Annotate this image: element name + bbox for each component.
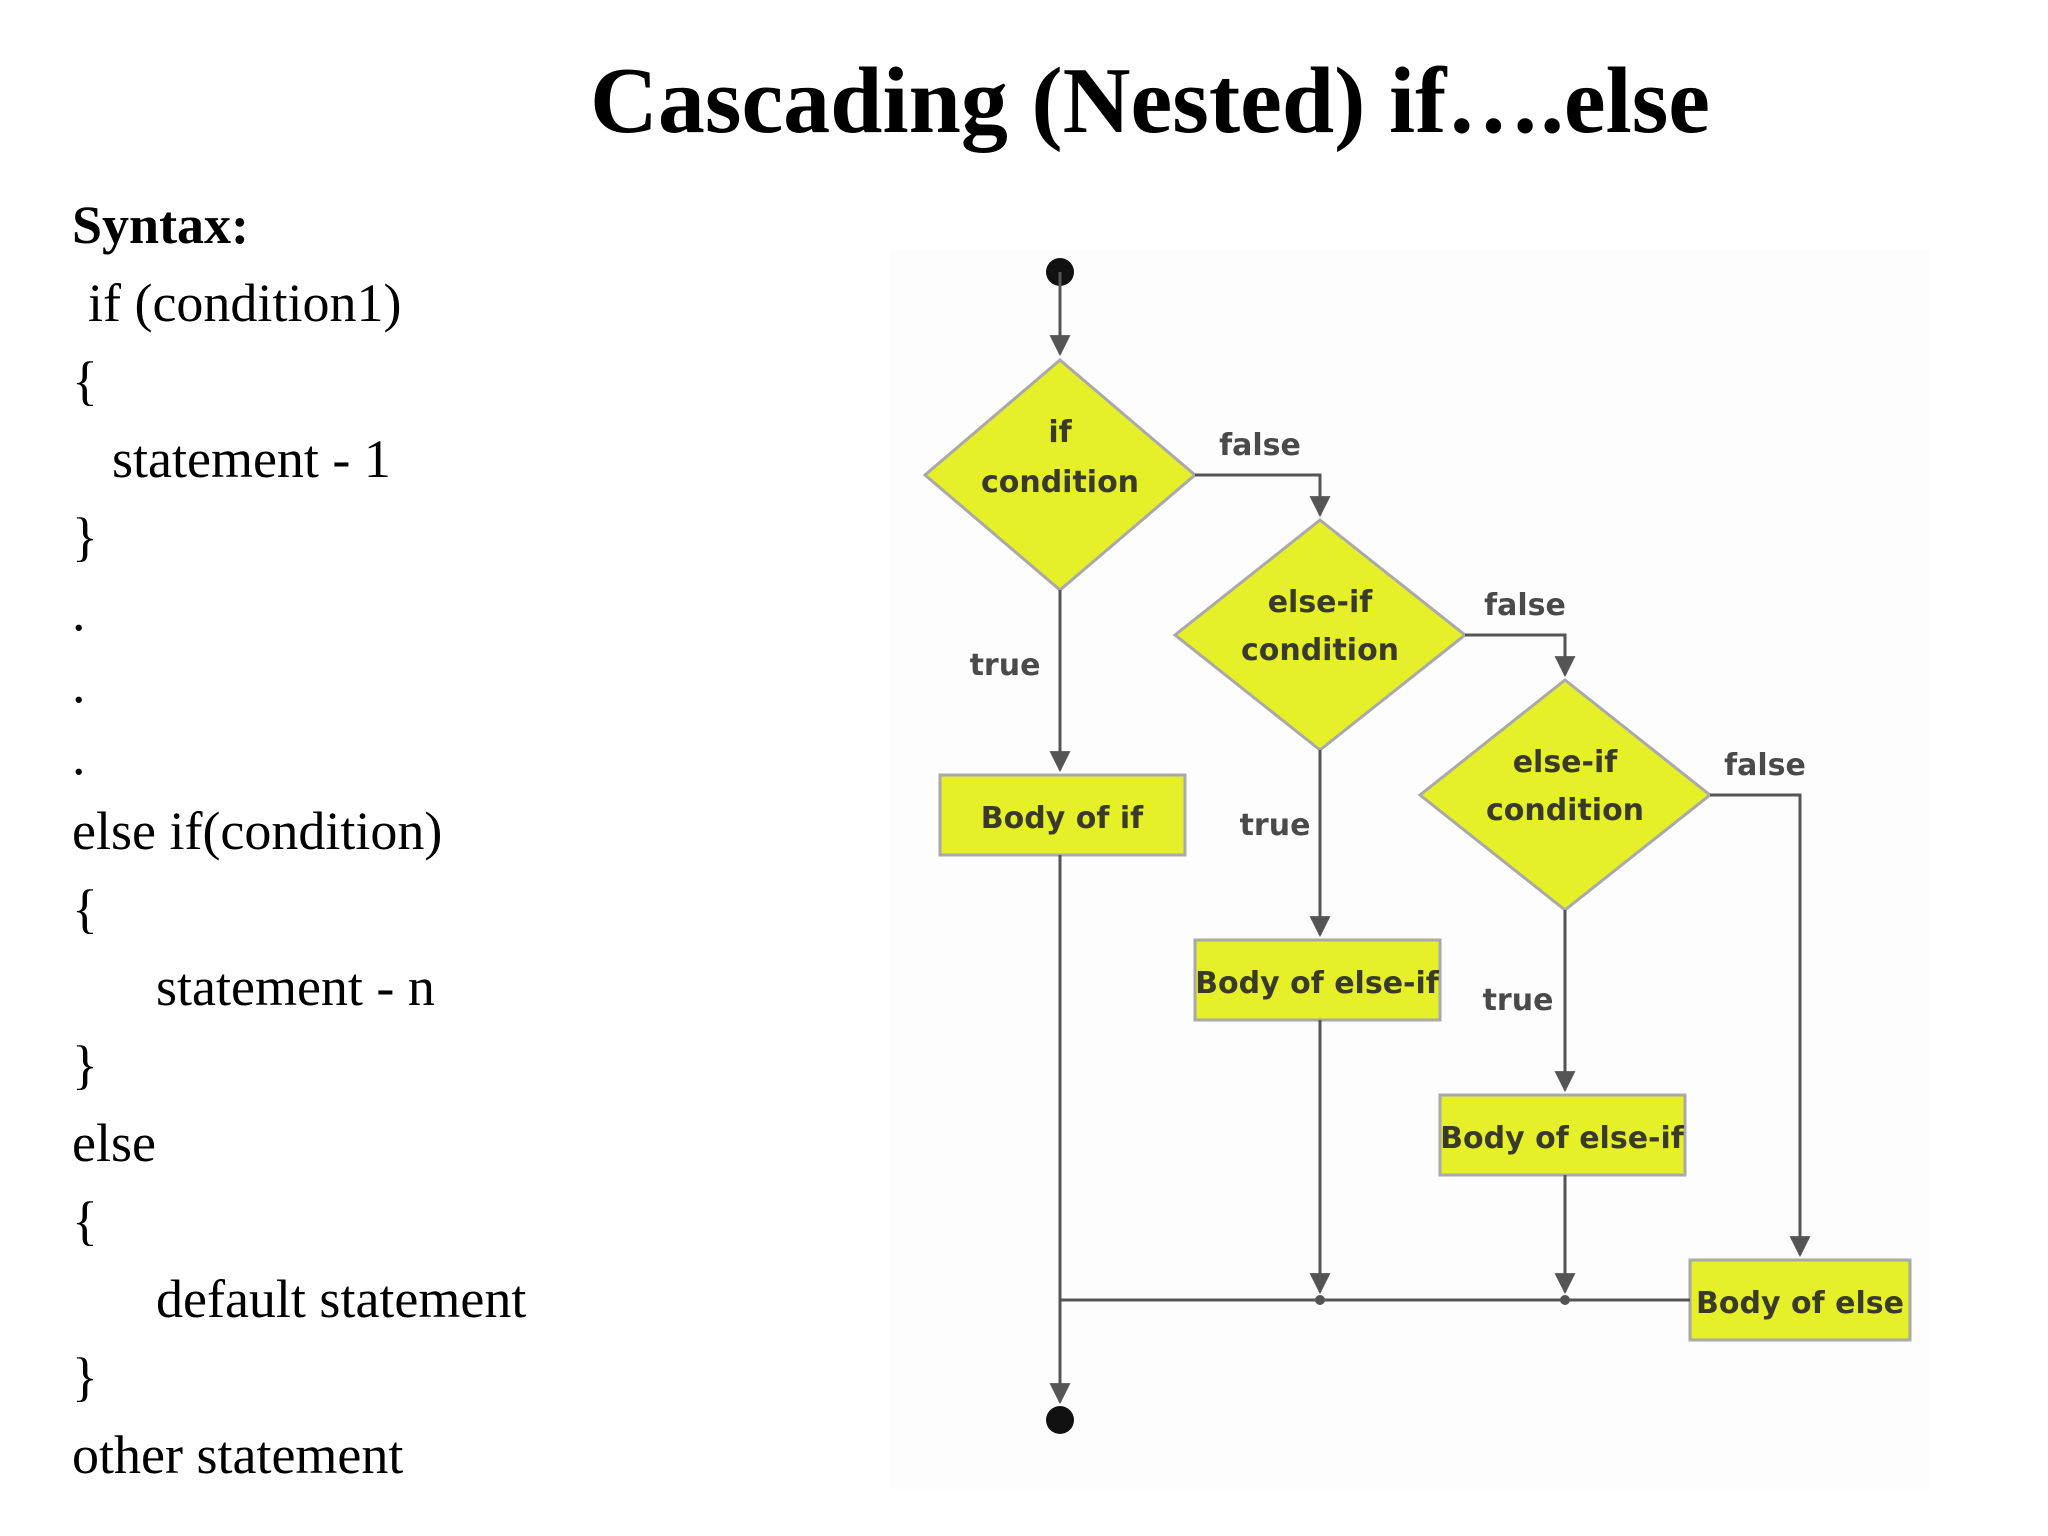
code-line-open-brace-2: { bbox=[72, 879, 98, 939]
code-line-open-brace-3: { bbox=[72, 1191, 98, 1251]
flowchart-svg: if condition false true Body of if else-… bbox=[922, 258, 1912, 1434]
code-line-statement-n: statement - n bbox=[156, 957, 435, 1017]
decision-1-true-label: true bbox=[970, 648, 1041, 683]
merge-junction-1 bbox=[1315, 1295, 1325, 1305]
code-line-close-brace-1: } bbox=[72, 507, 98, 567]
body-of-if-label: Body of if bbox=[981, 801, 1144, 836]
code-line-other-statement: other statement bbox=[72, 1425, 404, 1485]
body-of-else-if-1-label: Body of else-if bbox=[1195, 966, 1440, 1001]
body-of-else-box bbox=[1688, 1258, 1912, 1342]
decision-2-true-label: true bbox=[1240, 808, 1311, 843]
code-line-open-brace-1: { bbox=[72, 351, 98, 411]
body-of-else-if-1-box bbox=[1193, 938, 1442, 1022]
decision-3-false-connector bbox=[1710, 793, 1811, 1258]
decision-1-line-1: if bbox=[1048, 415, 1072, 450]
decision-3-true-label: true bbox=[1483, 983, 1554, 1018]
body-of-else-if-2-box bbox=[1438, 1093, 1687, 1177]
decision-1-line-2: condition bbox=[981, 465, 1139, 500]
body-of-else-if-2-label: Body of else-if bbox=[1440, 1121, 1685, 1156]
code-line-else: else bbox=[72, 1113, 156, 1173]
slide-title: Cascading (Nested) if….else bbox=[590, 49, 1711, 153]
merge-junction-2 bbox=[1560, 1295, 1570, 1305]
decision-2-false-connector bbox=[1465, 633, 1576, 678]
decision-1-false-connector bbox=[1195, 473, 1331, 518]
code-line-default-statement: default statement bbox=[156, 1269, 527, 1329]
code-line-dot-3: . bbox=[72, 726, 86, 786]
syntax-block: Syntax: if (condition1) { statement - 1 … bbox=[72, 186, 852, 1494]
code-line-if: if (condition1) bbox=[88, 273, 402, 333]
code-line-close-brace-2: } bbox=[72, 1035, 98, 1095]
decision-1-false-label: false bbox=[1219, 428, 1301, 463]
body-of-else-label: Body of else bbox=[1696, 1286, 1904, 1321]
flowchart: if condition false true Body of if else-… bbox=[890, 250, 1930, 1490]
code-line-close-brace-3: } bbox=[72, 1347, 98, 1407]
decision-2-line-1: else-if bbox=[1268, 585, 1374, 620]
decision-3-false-label: false bbox=[1724, 748, 1806, 783]
code-line-statement-1: statement - 1 bbox=[112, 429, 391, 489]
decision-3-line-2: condition bbox=[1486, 793, 1644, 828]
code-line-else-if: else if(condition) bbox=[72, 801, 443, 861]
decision-2-false-label: false bbox=[1484, 588, 1566, 623]
code-line-dot-1: . bbox=[72, 582, 86, 642]
body-of-if-box bbox=[938, 773, 1187, 857]
code-line-dot-2: . bbox=[72, 654, 86, 714]
syntax-heading: Syntax: bbox=[72, 195, 250, 255]
decision-2-line-2: condition bbox=[1241, 633, 1399, 668]
decision-3-line-1: else-if bbox=[1513, 745, 1619, 780]
end-node bbox=[1046, 1406, 1074, 1434]
